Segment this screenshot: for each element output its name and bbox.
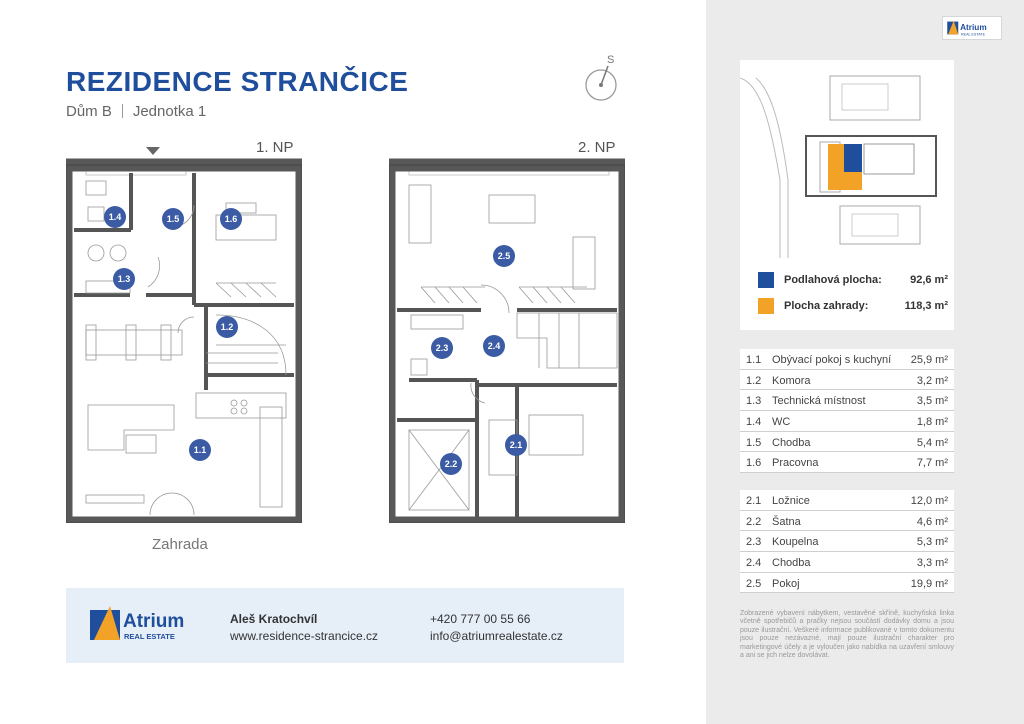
room-badge-1-5: 1.5 <box>162 208 184 230</box>
website-link[interactable]: www.residence-strancice.cz <box>230 629 379 643</box>
room-name: Ložnice <box>772 495 810 507</box>
room-name: Koupelna <box>772 536 819 549</box>
room-badge-2-5: 2.5 <box>493 245 515 267</box>
room-area: 1,8 m² <box>916 416 948 429</box>
room-no: 1.5 <box>746 436 762 449</box>
footer-logo-brand: Atrium <box>123 611 184 632</box>
room-no: 2.1 <box>746 495 762 507</box>
room-row: 2.3 Koupelna 5,3 m² <box>740 531 954 553</box>
room-no: 2.2 <box>746 515 762 528</box>
entrance-arrow-icon <box>146 147 160 155</box>
unit-label: Jednotka 1 <box>132 103 207 120</box>
house-label: Dům B <box>66 103 112 120</box>
room-name: Pracovna <box>772 457 819 470</box>
room-no: 1.1 <box>746 354 762 366</box>
floor-area-label: Podlahová plocha: <box>784 274 882 286</box>
room-badge-1-1: 1.1 <box>189 439 211 461</box>
room-area: 19,9 m² <box>910 577 948 590</box>
subtitle-divider <box>121 104 123 118</box>
room-row: 1.4 WC 1,8 m² <box>740 411 954 432</box>
room-area: 5,3 m² <box>916 536 948 549</box>
room-area: 12,0 m² <box>910 495 948 507</box>
garden-area-label: Plocha zahrady: <box>784 300 869 312</box>
room-row: 1.5 Chodba 5,4 m² <box>740 431 954 453</box>
top-logo-brand: Atrium <box>960 23 987 32</box>
disclaimer-text: Zobrazené vybavení nábytkem, vestavěné s… <box>740 610 954 660</box>
phone-number[interactable]: +420 777 00 55 66 <box>430 612 531 626</box>
upper-floor-plan <box>389 158 625 523</box>
room-name: Pokoj <box>772 577 800 590</box>
room-area: 4,6 m² <box>916 515 948 528</box>
room-row: 2.4 Chodba 3,3 m² <box>740 552 954 573</box>
room-area: 5,4 m² <box>916 436 948 449</box>
room-name: Komora <box>772 374 811 387</box>
room-row: 2.2 Šatna 4,6 m² <box>740 510 954 532</box>
room-no: 1.3 <box>746 395 762 408</box>
footer-logo-tagline: REAL ESTATE <box>124 632 175 641</box>
compass-north-label: S <box>607 54 614 66</box>
garden-area-value: 118,3 m² <box>904 300 948 312</box>
room-row: 2.1 Ložnice 12,0 m² <box>740 490 954 511</box>
garden-label: Zahrada <box>152 536 208 553</box>
room-badge-1-3: 1.3 <box>113 268 135 290</box>
plan-sheet: REZIDENCE STRANČICE Dům B Jednotka 1 S 1.… <box>66 54 625 663</box>
floor-area-swatch <box>758 272 774 288</box>
room-name: Technická místnost <box>772 395 866 408</box>
room-row: 1.2 Komora 3,2 m² <box>740 369 954 391</box>
floor-label-ground: 1. NP <box>256 139 294 156</box>
email-link[interactable]: info@atriumrealestate.cz <box>430 629 563 643</box>
compass-icon: S <box>585 54 617 101</box>
room-name: Obývací pokoj s kuchyní <box>772 354 892 366</box>
room-no: 2.4 <box>746 557 762 570</box>
site-plan-map <box>740 60 954 258</box>
floor-area-value: 92,6 m² <box>910 274 948 286</box>
room-area: 3,2 m² <box>916 374 948 387</box>
floor-label-upper: 2. NP <box>578 139 616 156</box>
upper-floor-rooms-table: 2.1 Ložnice 12,0 m² 2.2 Šatna 4,6 m² 2.3 Koupel… <box>740 490 954 594</box>
room-badge-1-6: 1.6 <box>220 208 242 230</box>
top-logo-tagline: REAL ESTATE <box>961 32 986 36</box>
room-no: 1.4 <box>746 416 762 429</box>
room-area: 3,3 m² <box>916 557 948 570</box>
room-area: 25,9 m² <box>910 354 948 366</box>
room-no: 1.2 <box>746 374 762 387</box>
contact-footer: Atrium REAL ESTATE Aleš Kratochvíl www.r… <box>66 588 624 663</box>
area-legend: Podlahová plocha: 92,6 m² Plocha zahrady… <box>740 258 954 330</box>
room-area: 3,5 m² <box>916 395 948 408</box>
atrium-logo-small: Atrium REAL ESTATE <box>942 16 1002 40</box>
page-subtitle: Dům B Jednotka 1 <box>66 103 206 120</box>
room-area: 7,7 m² <box>916 457 948 470</box>
room-badge-2-3: 2.3 <box>431 337 453 359</box>
room-row: 1.6 Pracovna 7,7 m² <box>740 452 954 474</box>
garden-area-swatch <box>758 298 774 314</box>
room-badge-1-2: 1.2 <box>216 316 238 338</box>
room-no: 2.5 <box>746 577 762 590</box>
room-row: 2.5 Pokoj 19,9 m² <box>740 572 954 594</box>
room-badge-1-4: 1.4 <box>104 206 126 228</box>
agent-name: Aleš Kratochvíl <box>230 612 318 626</box>
room-name: Chodba <box>772 557 811 570</box>
room-no: 2.3 <box>746 536 762 549</box>
room-row: 1.3 Technická místnost 3,5 m² <box>740 390 954 412</box>
room-row: 1.1 Obývací pokoj s kuchyní 25,9 m² <box>740 349 954 370</box>
room-name: WC <box>772 416 791 429</box>
ground-floor-rooms-table: 1.1 Obývací pokoj s kuchyní 25,9 m² 1.2 Komo… <box>740 349 954 474</box>
room-badge-2-4: 2.4 <box>483 335 505 357</box>
room-badge-2-2: 2.2 <box>440 453 462 475</box>
room-badge-2-1: 2.1 <box>505 434 527 456</box>
room-no: 1.6 <box>746 457 762 470</box>
page-title: REZIDENCE STRANČICE <box>66 66 409 97</box>
atrium-logo: Atrium REAL ESTATE <box>90 606 184 641</box>
room-name: Šatna <box>772 515 801 528</box>
ground-floor-plan <box>66 147 302 523</box>
room-name: Chodba <box>772 436 811 449</box>
